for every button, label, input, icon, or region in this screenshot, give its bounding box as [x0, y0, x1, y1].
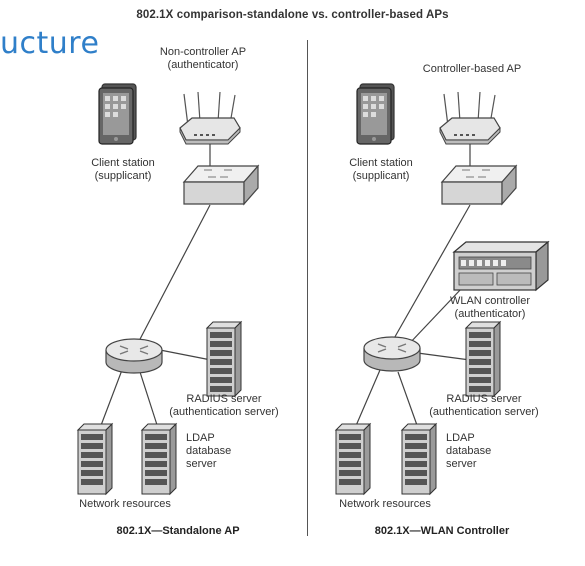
network-resources-server-icon [334, 422, 372, 496]
radius-server-icon [205, 320, 243, 398]
ldap-server-icon [400, 422, 438, 496]
tablet-icon [98, 83, 137, 145]
client-label-line2: (supplicant) [352, 170, 410, 182]
router-icon [105, 338, 163, 374]
radius-server-label: RADIUS server (authentication server) [160, 393, 288, 419]
switch-icon [440, 164, 518, 206]
ldap-label-line2: database [446, 445, 492, 457]
left-panel-caption: 802.1X—Standalone AP [116, 525, 240, 537]
radius-label-line2: (authentication server) [169, 406, 279, 418]
link-router-to-ldap-left [139, 371, 159, 429]
link-router-to-resources-right [354, 369, 381, 429]
client-station-label: Client station (supplicant) [326, 157, 436, 183]
link-router-to-wlc [407, 287, 463, 346]
radius-label-line2: (authentication server) [429, 406, 539, 418]
controller-ap-label: Controller-based AP [422, 63, 522, 75]
ap-label-line1: Non-controller AP [159, 46, 247, 58]
radius-label-line1: RADIUS server [446, 393, 522, 405]
radius-label-line1: RADIUS server [186, 393, 262, 405]
client-station-label: Client station (supplicant) [68, 157, 178, 183]
diagram-title: 802.1X comparison-standalone vs. control… [136, 9, 449, 21]
link-switch-to-router-left [137, 204, 211, 344]
panel-divider [307, 40, 308, 536]
ldap-label-line3: server [446, 458, 477, 470]
link-router-to-radius-left [159, 349, 212, 361]
ldap-label-line1: LDAP [446, 432, 475, 444]
ldap-label-line3: server [186, 458, 217, 470]
link-router-to-resources-left [99, 369, 123, 429]
wlan-controller-label: WLAN controller (authenticator) [436, 295, 544, 321]
router-icon [363, 336, 421, 372]
controller-based-ap-icon [439, 91, 501, 145]
access-point-icon [179, 91, 241, 145]
network-resources-label: Network resources [79, 498, 171, 510]
radius-server-label: RADIUS server (authentication server) [420, 393, 548, 419]
ldap-label-line2: database [186, 445, 232, 457]
link-switch-to-router-right [391, 204, 471, 343]
network-resources-server-icon [76, 422, 114, 496]
ldap-server-label: LDAP database server [186, 432, 256, 471]
wlc-label-line2: (authenticator) [454, 308, 526, 320]
ldap-server-label: LDAP database server [446, 432, 516, 471]
tablet-icon [356, 83, 395, 145]
network-resources-label: Network resources [339, 498, 431, 510]
wlan-controller-icon [452, 240, 550, 292]
ap-label-line2: (authenticator) [167, 59, 239, 71]
right-panel-caption: 802.1X—WLAN Controller [374, 525, 510, 537]
client-label-line2: (supplicant) [94, 170, 152, 182]
ap-label: Non-controller AP (authenticator) [138, 46, 268, 72]
link-router-to-ldap-right [397, 371, 419, 429]
switch-icon [182, 164, 260, 206]
client-label-line1: Client station [91, 157, 155, 169]
ldap-server-icon [140, 422, 178, 496]
wlc-label-line1: WLAN controller [449, 295, 531, 307]
slide-title-fragment: ucture [0, 26, 100, 61]
client-label-line1: Client station [349, 157, 413, 169]
radius-server-icon [464, 320, 502, 398]
ldap-label-line1: LDAP [186, 432, 215, 444]
